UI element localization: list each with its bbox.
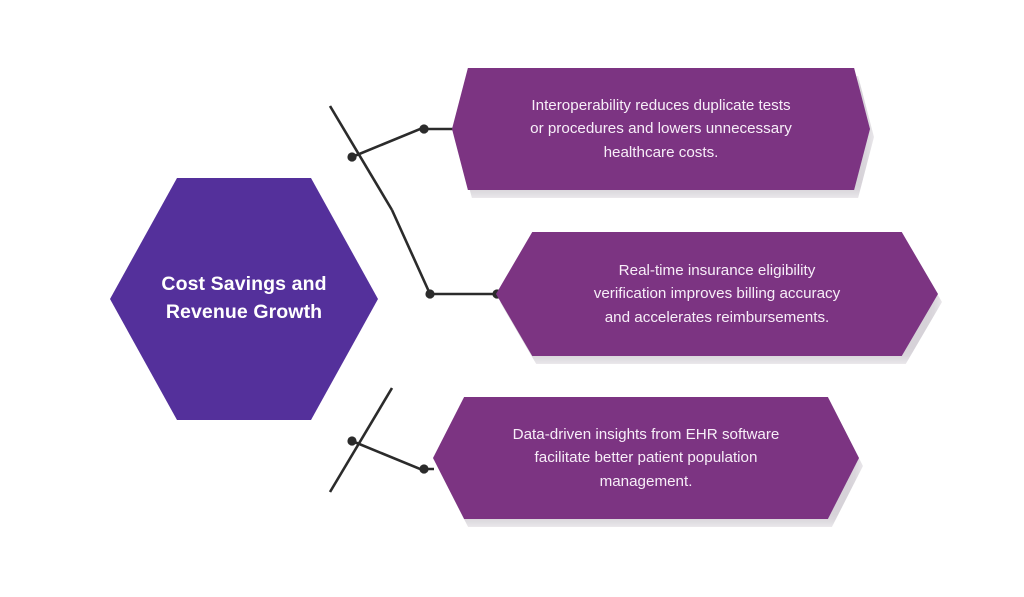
connector-branch-2 xyxy=(390,209,497,296)
branch-banner-2-text: Real-time insurance eligibility verifica… xyxy=(593,262,841,326)
hub-hexagon[interactable]: Cost Savings and Revenue Growth xyxy=(104,172,384,426)
connector-dot-hub-upper xyxy=(347,152,357,162)
connector-dot-hub-middle xyxy=(425,289,435,299)
branch-banner-2[interactable]: Real-time insurance eligibility verifica… xyxy=(496,232,942,364)
branch-banner-1-text: Interoperability reduces duplicate tests… xyxy=(530,97,792,161)
connector-dot-branch-1 xyxy=(419,124,429,134)
branch-banner-1[interactable]: Interoperability reduces duplicate tests… xyxy=(452,68,874,198)
hub-hexagon-body: Cost Savings and Revenue Growth xyxy=(110,178,378,420)
branch-banner-2-body: Real-time insurance eligibility verifica… xyxy=(496,232,938,356)
branch-banner-3-body: Data-driven insights from EHR software f… xyxy=(433,397,859,519)
branch-banner-3[interactable]: Data-driven insights from EHR software f… xyxy=(433,397,863,527)
connector-branch-1 xyxy=(351,127,453,159)
connector-dot-hub-lower xyxy=(347,436,357,446)
connector-dot-branch-3 xyxy=(419,464,429,474)
connector-branch-3 xyxy=(351,439,434,471)
hub-label: Cost Savings and Revenue Growth xyxy=(161,273,327,323)
branch-banner-3-text: Data-driven insights from EHR software f… xyxy=(512,426,780,490)
branch-banner-1-body: Interoperability reduces duplicate tests… xyxy=(452,68,870,190)
